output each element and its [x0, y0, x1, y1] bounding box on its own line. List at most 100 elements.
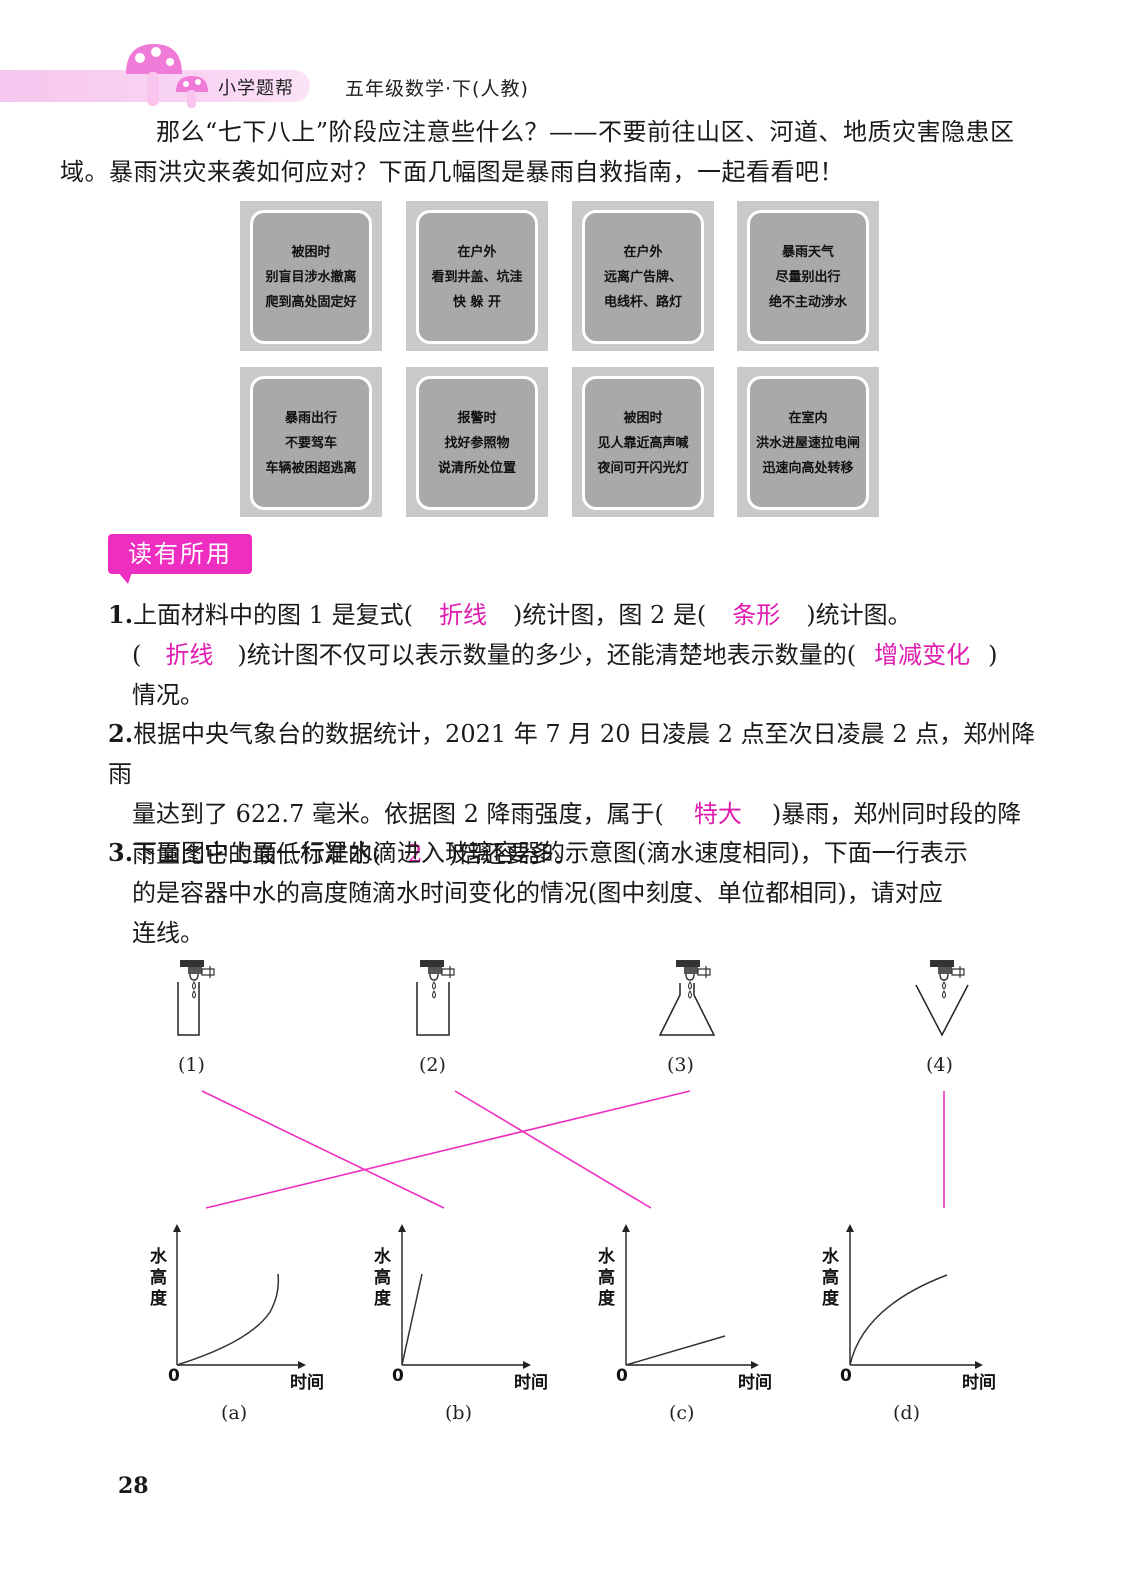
graph-b	[398, 1224, 531, 1369]
question-1-line-1: 1.上面材料中的图 1 是复式( 折线 )统计图，图 2 是( 条形 )统计图。	[108, 595, 1038, 635]
card-heading: 报警时	[457, 410, 497, 426]
question-text: 上面材料中的图 1 是复式(	[133, 601, 413, 629]
section-badge: 读有所用	[108, 534, 252, 574]
question-text: )倍还要多。	[448, 840, 579, 868]
card-text: 爬到高处固定好	[265, 294, 357, 310]
question-text: )统计图。	[806, 601, 912, 629]
card-text: 不要驾车	[284, 435, 337, 451]
page-number: 28	[118, 1473, 149, 1499]
guide-card: 暴雨天气 尽量别出行 绝不主动涉水	[737, 201, 879, 351]
graph-label: (c)	[669, 1402, 695, 1424]
question-3-line-2: 的是容器中水的高度随滴水时间变化的情况(图中刻度、单位都相同)，请对应	[132, 879, 943, 907]
card-heading: 在室内	[788, 410, 828, 426]
x-axis-label: 时间	[962, 1373, 996, 1393]
card-text: 洪水进屋速拉电闸	[755, 435, 860, 451]
intro-paragraph: 那么“七下八上”阶段应注意些什么？——不要前往山区、河道、地质灾害隐患区 域。暴…	[60, 112, 1033, 192]
card-text: 看到井盖、坑洼	[431, 269, 523, 285]
answer-fill: 折线	[165, 641, 214, 669]
card-text: 别盲目涉水撤离	[265, 269, 357, 285]
containers-figure	[177, 959, 969, 1037]
guide-card: 暴雨出行 不要驾车 车辆被困超逃离	[240, 367, 382, 517]
curve-b	[401, 1273, 423, 1366]
card-text: 快 躲 开	[452, 294, 502, 310]
card-text: 远离广告牌、	[603, 269, 682, 285]
y-axis-label: 水高度	[150, 1247, 167, 1309]
card-heading: 被困时	[623, 410, 663, 426]
question-text: )统计图不仅可以表示数量的多少，还能清楚地表示数量的(	[237, 641, 857, 669]
card-text: 说清所处位置	[437, 460, 516, 476]
question-1-line-2: (折线)统计图不仅可以表示数量的多少，还能清楚地表示数量的(增减变化)	[108, 635, 1038, 675]
card-heading: 暴雨天气	[781, 244, 834, 260]
guide-card: 在户外 看到井盖、坑洼 快 躲 开	[406, 201, 548, 351]
card-heading: 被困时	[291, 244, 331, 260]
graph-a	[173, 1224, 306, 1369]
card-text: 迅速向高处转移	[762, 460, 854, 476]
guide-card: 被困时 别盲目涉水撤离 爬到高处固定好	[240, 201, 382, 351]
question-text: )暴雨，郑州同时段的降	[771, 800, 1022, 828]
card-text: 电线杆、路灯	[603, 294, 682, 310]
matching-lines	[201, 1090, 945, 1209]
question-1: 1.上面材料中的图 1 是复式( 折线 )统计图，图 2 是( 条形 )统计图。 ( 折线…	[108, 595, 1038, 715]
question-text: 雨量比它的最低标准的(	[132, 840, 382, 868]
question-number: 3.	[108, 838, 134, 867]
answer-fill: 特大	[693, 800, 742, 828]
question-2: 2.根据中央气象台的数据统计，2021 年 7 月 20 日凌晨 2 点至次日凌…	[108, 714, 1038, 874]
mushroom-logo-icon	[126, 44, 208, 108]
origin-label: 0	[168, 1366, 180, 1386]
question-text: )统计图，图 2 是(	[512, 601, 707, 629]
question-3: 3.下面图中上面一行是水滴进入玻璃容器的示意图(滴水速度相同)，下面一行表示 的…	[108, 833, 1038, 953]
container-label: (2)	[419, 1054, 446, 1076]
container-1-icon	[177, 959, 215, 1036]
container-label: (3)	[667, 1054, 694, 1076]
graph-d	[846, 1224, 983, 1369]
answer-fill: 2	[407, 840, 423, 868]
answer-fill: 条形	[732, 601, 781, 629]
question-3-line-3: 连线。	[132, 919, 204, 947]
container-2-icon	[416, 959, 455, 1036]
section-badge-tail	[118, 572, 132, 584]
x-axis-label: 时间	[514, 1373, 548, 1393]
question-text: )	[988, 641, 998, 669]
y-axis-label: 水高度	[374, 1247, 391, 1309]
y-axis-label: 水高度	[822, 1247, 839, 1309]
origin-label: 0	[840, 1366, 852, 1386]
guide-card: 报警时 找好参照物 说清所处位置	[406, 367, 548, 517]
match-line	[454, 1090, 652, 1209]
card-text: 绝不主动涉水	[768, 294, 847, 310]
container-label: (4)	[926, 1054, 953, 1076]
curve-d	[849, 1274, 948, 1366]
origin-label: 0	[616, 1366, 628, 1386]
match-line	[205, 1090, 691, 1209]
question-number: 2.	[108, 719, 134, 748]
question-text: 量达到了 622.7 毫米。依据图 2 降雨强度，属于(	[132, 800, 664, 828]
question-text: 根据中央气象台的数据统计，2021 年 7 月 20 日凌晨 2 点至次日凌晨 …	[108, 720, 1036, 788]
curve-c	[625, 1335, 726, 1366]
question-text: 下面图中上面一行是水滴进入玻璃容器的示意图(滴水速度相同)，下面一行表示	[133, 839, 968, 867]
card-text: 车辆被困超逃离	[265, 460, 357, 476]
graph-label: (a)	[221, 1402, 248, 1424]
card-text: 夜间可开闪光灯	[597, 460, 689, 476]
curve-a	[176, 1273, 280, 1366]
card-heading: 暴雨出行	[284, 410, 337, 426]
brand-title: 小学题帮	[218, 78, 294, 99]
container-label: (1)	[178, 1054, 205, 1076]
subject-title: 五年级数学·下(人教)	[345, 78, 529, 100]
card-text: 找好参照物	[444, 435, 510, 451]
graph-label: (b)	[445, 1402, 472, 1424]
question-1-line-3: 情况。	[132, 681, 204, 709]
graph-label: (d)	[893, 1402, 920, 1424]
container-4-icon	[915, 959, 969, 1037]
question-text: (	[132, 641, 142, 669]
container-3-icon	[658, 959, 716, 1036]
match-line	[201, 1090, 445, 1209]
answer-fill: 折线	[438, 601, 487, 629]
x-axis-label: 时间	[290, 1373, 324, 1393]
guide-card: 在室内 洪水进屋速拉电闸 迅速向高处转移	[737, 367, 879, 517]
card-text: 尽量别出行	[775, 269, 841, 285]
question-number: 1.	[108, 600, 134, 629]
question-2-line-1: 2.根据中央气象台的数据统计，2021 年 7 月 20 日凌晨 2 点至次日凌…	[108, 714, 1038, 794]
card-heading: 在户外	[623, 244, 663, 260]
card-text: 见人靠近高声喊	[597, 435, 689, 451]
graph-c	[622, 1224, 759, 1369]
x-axis-label: 时间	[738, 1373, 772, 1393]
